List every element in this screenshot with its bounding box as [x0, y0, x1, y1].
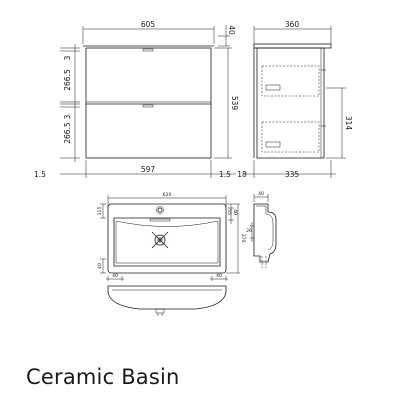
basin-tap-offset-1-label: 55 — [226, 209, 232, 215]
tap-hole — [157, 207, 163, 213]
product-caption: Ceramic Basin — [26, 365, 180, 389]
front-gap-bottom-label: 3 — [63, 114, 72, 119]
side-depth-label: 360 — [285, 20, 300, 29]
front-left-margin-label: 1.5 — [34, 170, 46, 179]
basin-section-profile — [253, 203, 277, 263]
basin-outline — [107, 203, 227, 274]
basin-bowl — [113, 217, 221, 267]
front-top-offset-label: 40 — [227, 25, 236, 35]
side-elevation: 360 314 18 335 — [237, 20, 353, 179]
side-drawer-zone-label: 314 — [344, 116, 353, 131]
front-height-label: 539 — [230, 96, 239, 111]
front-drawer-top-height-label: 266.5 — [63, 69, 72, 91]
basin-tap-offset-2-label: 40 — [232, 209, 238, 215]
handle-top-drawer — [142, 48, 154, 52]
cabinet-front — [85, 47, 212, 159]
handle-bottom-drawer — [142, 104, 154, 108]
basin-plan-view: 620 115 40 55 40 — [97, 192, 246, 281]
front-right-margin-label: 1.5 — [219, 170, 231, 179]
front-elevation: 605 40 3 266.5 3 266.5 539 — [34, 20, 239, 179]
basin-bottom-left-label: 40 — [112, 273, 118, 279]
side-base-offset-label: 18 — [237, 170, 247, 179]
side-drawer-box-top — [261, 65, 320, 97]
cabinet-side — [256, 47, 325, 159]
section-lip-width-label: 40 — [258, 191, 264, 197]
side-drawer-box-bottom — [261, 121, 320, 153]
section-drain-height-label: 26 — [246, 228, 252, 234]
front-width-label: 605 — [141, 20, 156, 29]
basin-waste-plan — [151, 231, 169, 249]
front-gap-top-label: 3 — [63, 55, 72, 60]
side-body-depth-label: 335 — [285, 170, 300, 179]
basin-front-waste — [155, 308, 165, 314]
front-inner-width-label: 597 — [141, 165, 156, 174]
basin-front-view — [107, 285, 227, 316]
basin-depth-label: 370 — [240, 234, 246, 243]
basin-section-view: 40 26 — [246, 191, 277, 270]
basin-bottom-right-label: 40 — [216, 273, 222, 279]
basin-front-outline — [107, 285, 227, 310]
front-drawer-bottom-height-label: 266.5 — [63, 122, 72, 144]
basin-width-label: 620 — [163, 192, 172, 198]
basin-bowl-top-margin-label: 115 — [97, 207, 103, 216]
basin-left-height-label: 40 — [97, 263, 103, 269]
